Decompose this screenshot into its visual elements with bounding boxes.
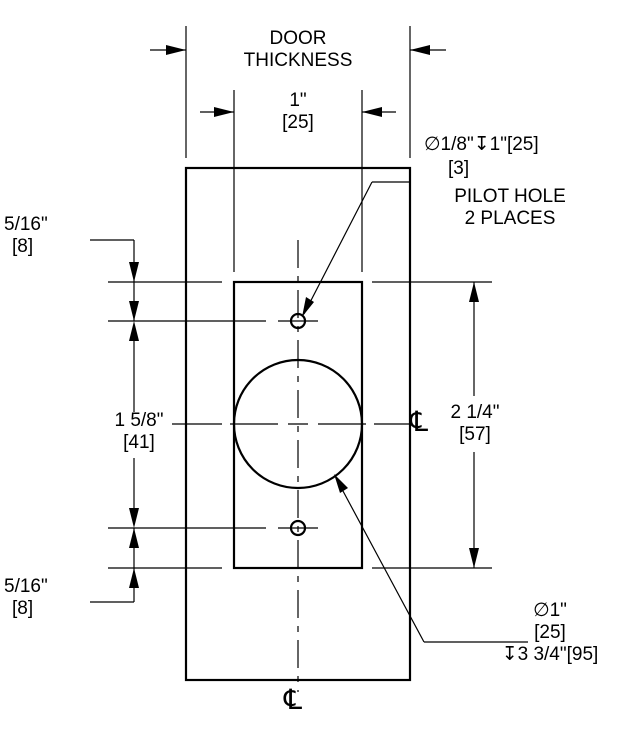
pilot-leader-diagonal	[303, 181, 373, 315]
pilot-hole-metric: [3]	[448, 158, 470, 179]
top-offset-arrow-up	[129, 321, 139, 341]
plate-height-arrow-bottom	[469, 548, 479, 568]
centerline-symbol-right: ℄	[410, 405, 428, 438]
top-offset-arrow-inner	[129, 301, 139, 321]
bottom-offset-arrow-outer	[129, 568, 139, 588]
door-thickness-label: DOOR THICKNESS	[243, 28, 353, 71]
spacing-arrow-down	[129, 508, 139, 528]
door-dim-arrow-left	[166, 45, 186, 55]
bore-leader-diagonal	[335, 477, 425, 643]
hole-spacing-label: 1 5/8" [41]	[114, 410, 164, 453]
plate-height-label: 2 1/4" [57]	[450, 402, 500, 445]
plate-dim-arrow-left	[214, 107, 234, 117]
top-offset-label: 5/16" [8]	[4, 214, 48, 257]
pilot-leader-arrow	[302, 297, 314, 317]
bore-diameter-label: ∅1" [25] ↧3 3/4"[95]	[501, 600, 599, 665]
bottom-offset-arrow-up	[129, 528, 139, 548]
centerline-symbol-bottom: ℄	[284, 683, 302, 716]
pilot-hole-note: PILOT HOLE 2 PLACES	[454, 186, 566, 229]
bottom-offset-label: 5/16" [8]	[4, 576, 48, 619]
bore-leader-arrow	[334, 474, 348, 493]
mortise-plate	[232, 280, 364, 570]
top-offset-arrow-down	[129, 262, 139, 282]
pilot-hole-spec: ∅1/8"↧1"[25]	[424, 134, 539, 155]
plate-height-arrow-top	[469, 282, 479, 302]
plate-dim-arrow-right	[362, 107, 382, 117]
door-dim-arrow-right	[410, 45, 430, 55]
thickness-dimension-label: 1" [25]	[282, 90, 314, 133]
